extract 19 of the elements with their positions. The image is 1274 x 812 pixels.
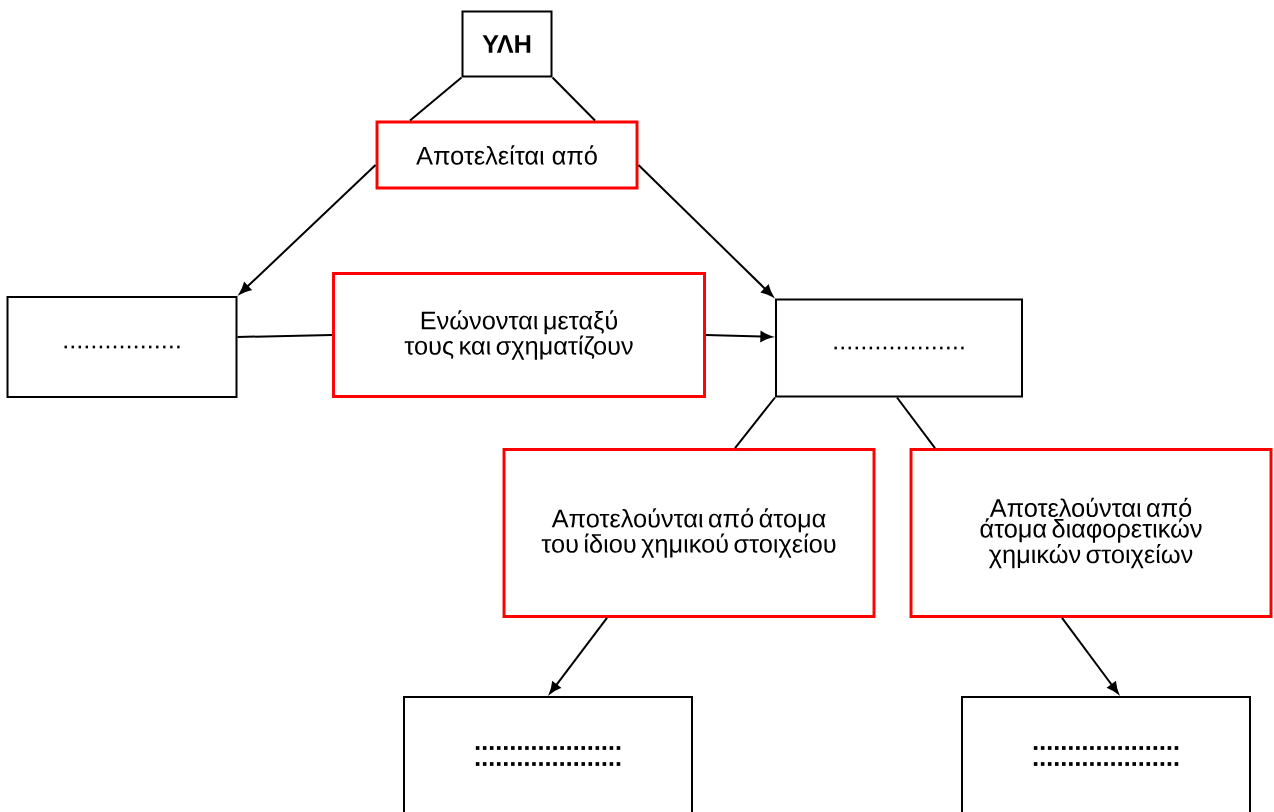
arrow xyxy=(637,164,774,297)
linking-phrase-box: Αποτελούνται από άτομα του ίδιου χημικού στοιχείου xyxy=(502,448,876,618)
arrow xyxy=(705,331,773,342)
arrow xyxy=(239,164,377,295)
connector-line xyxy=(734,396,776,450)
linking-phrase-box: Αποτελείται από xyxy=(375,120,639,190)
concept-box: ..................... ..................... xyxy=(961,696,1251,812)
connector-line xyxy=(551,76,596,122)
linking-phrase-box: Ενώνονται μεταξύ τους και σχηματίζουν xyxy=(332,272,706,398)
connector-line xyxy=(236,334,334,338)
arrow xyxy=(1061,616,1119,694)
arrow xyxy=(549,616,608,694)
concept-box: ΥΛΗ xyxy=(461,10,553,78)
linking-phrase-box: Αποτελούνται από άτομα διαφορετικών χημικών στοιχείων xyxy=(909,448,1273,618)
concept-box: ................... xyxy=(775,298,1023,398)
concept-box: ................. xyxy=(6,296,238,398)
concept-box: ..................... ..................... xyxy=(403,696,693,812)
connector-line xyxy=(409,76,463,122)
connector-line xyxy=(896,396,936,450)
